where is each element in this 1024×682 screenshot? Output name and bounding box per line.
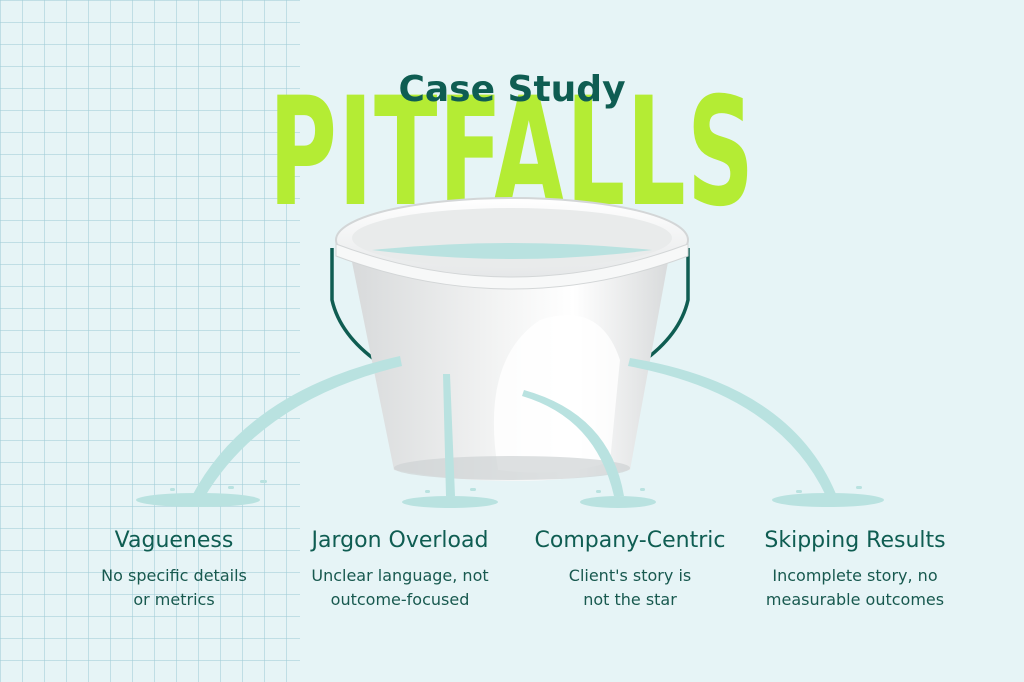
leak-stream-2 [443, 374, 455, 496]
bucket-base-shade [394, 456, 630, 480]
bucket-water [372, 243, 652, 259]
pitfall-title: Company-Centric [534, 528, 726, 553]
leak-stream-1 [192, 356, 402, 498]
pitfall-captions: Vagueness No specific details or metrics… [0, 528, 1024, 638]
pitfall-description: No specific details or metrics [101, 566, 247, 609]
pitfall-vagueness: Vagueness No specific details or metrics [54, 528, 294, 612]
bucket-rim-lip [335, 243, 689, 290]
leak-stream-4 [628, 358, 836, 496]
pitfall-description: Unclear language, not outcome-focused [311, 566, 489, 609]
pitfall-description: Incomplete story, no measurable outcomes [765, 566, 945, 609]
grid-background [0, 0, 300, 682]
puddle-4 [772, 493, 884, 507]
puddle-3 [580, 496, 656, 508]
bucket-handle [330, 248, 380, 364]
splash-droplets [170, 480, 862, 493]
pitfall-description: Client's story is not the star [568, 566, 692, 609]
pitfall-title: Skipping Results [764, 528, 946, 553]
pitfall-title: Vagueness [114, 528, 234, 553]
pitfall-title: Jargon Overload [311, 528, 489, 553]
case-study-subtitle: Case Study [398, 69, 626, 110]
pitfall-skipping-results: Skipping Results Incomplete story, no me… [735, 528, 975, 612]
puddle-2 [402, 496, 498, 508]
pitfall-company-centric: Company-Centric Client's story is not th… [510, 528, 750, 612]
puddle-1 [136, 493, 260, 507]
leak-stream-3 [522, 390, 624, 496]
pitfall-jargon-overload: Jargon Overload Unclear language, not ou… [280, 528, 520, 612]
